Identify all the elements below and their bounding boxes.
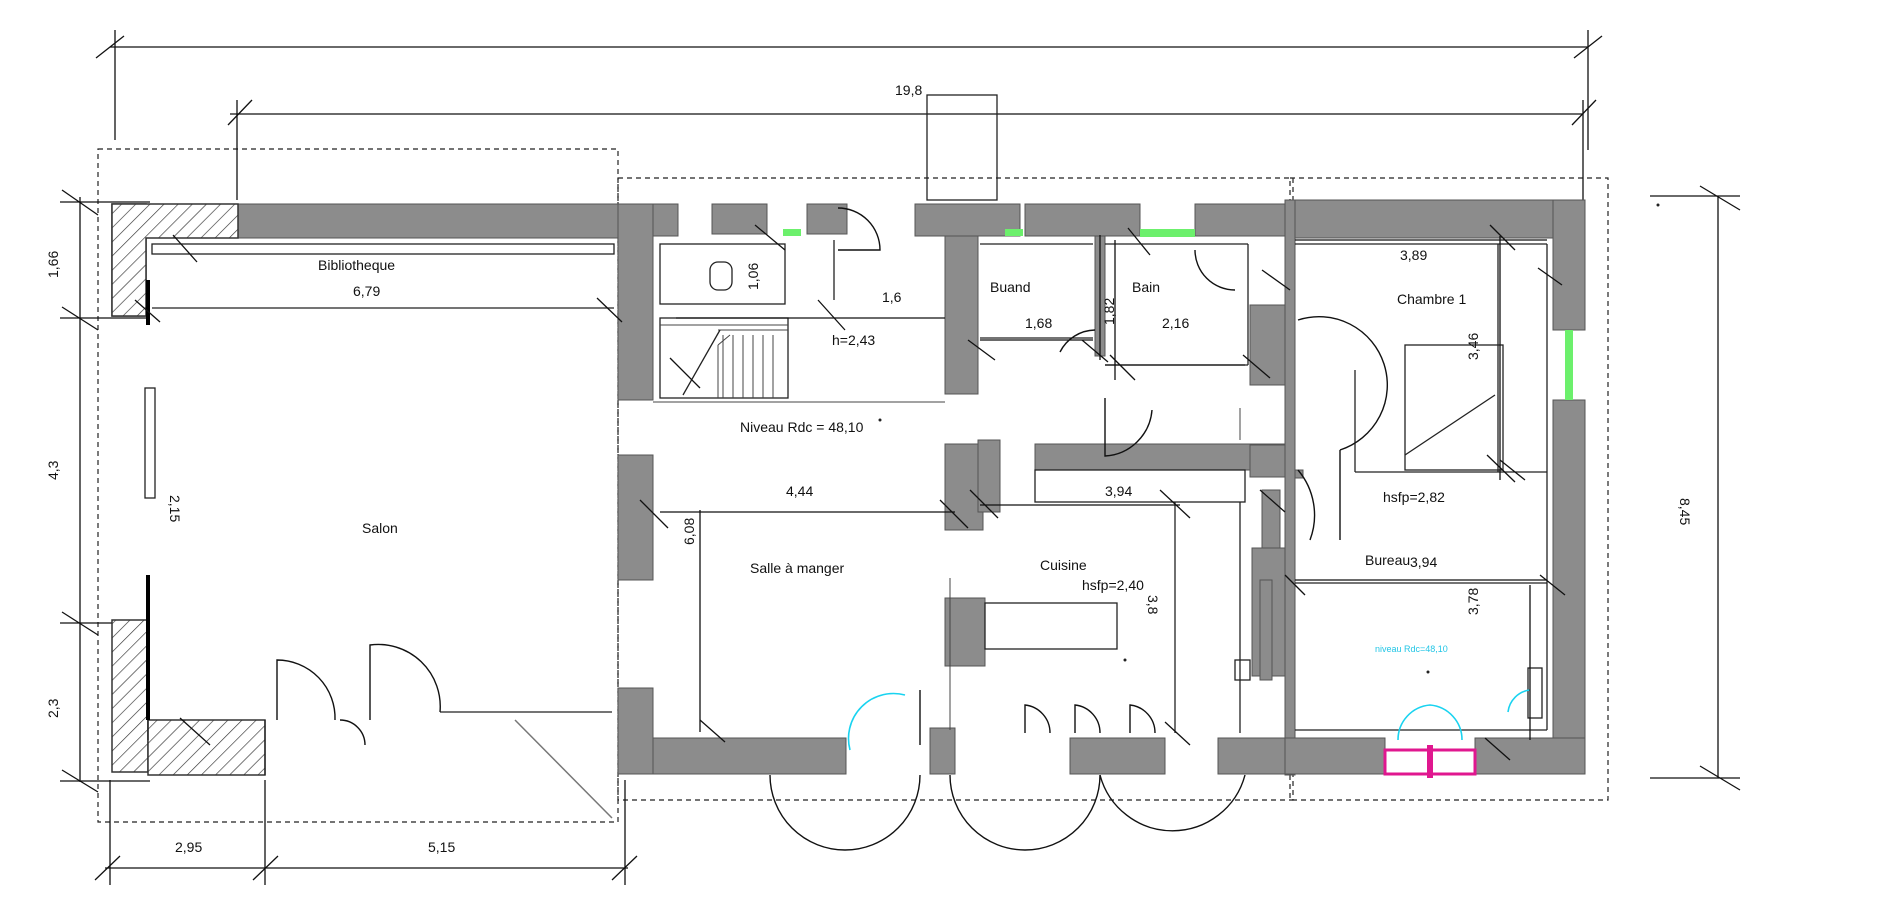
dim-left-1: 1,66 (45, 251, 61, 278)
room-dim-bureau: 3,94 (1410, 554, 1437, 570)
walls (111, 199, 1586, 776)
labels: 19,8 Bibliotheque 6,79 Salon Salle à man… (45, 82, 1693, 855)
dim-left-3: 2,3 (45, 698, 61, 718)
wc-room (659, 240, 835, 305)
dim-buand-w: 1,68 (1025, 315, 1052, 331)
room-label-chambre: Chambre 1 (1397, 291, 1466, 307)
room-dim-chambre: 3,89 (1400, 247, 1427, 263)
dimension-ticks (134, 224, 1566, 761)
cuisine-height: hsfp=2,40 (1082, 577, 1144, 593)
interior-lines (144, 240, 1548, 819)
dim-bottom-2: 5,15 (428, 839, 455, 855)
chimney (926, 94, 998, 201)
level-label: Niveau Rdc = 48,10 (740, 419, 864, 435)
dim-wc-door: 1,6 (882, 289, 902, 305)
dim-cuisine-w: 3,94 (1105, 483, 1132, 499)
dim-stair-height: h=2,43 (832, 332, 875, 348)
room-dim-bibliotheque: 6,79 (353, 283, 380, 299)
dim-bottom-1: 2,95 (175, 839, 202, 855)
dim-salle-w: 4,44 (786, 483, 813, 499)
dim-wc-width: 1,06 (745, 263, 761, 290)
dim-bain-w: 2,16 (1162, 315, 1189, 331)
room-label-bibliotheque: Bibliotheque (318, 257, 395, 273)
top-total-dim: 19,8 (895, 82, 922, 98)
windows (783, 229, 1573, 778)
dim-salle-v: 6,08 (681, 518, 697, 545)
dimension-lines (60, 30, 1741, 885)
markers (878, 203, 1660, 674)
doors (276, 207, 1531, 851)
dim-salon-inner: 2,15 (167, 495, 183, 522)
dim-buand-v: 1,82 (1101, 298, 1117, 325)
room-label-bureau: Bureau (1365, 552, 1410, 568)
dim-right-total: 8,45 (1677, 498, 1693, 525)
room-label-bain: Bain (1132, 279, 1160, 295)
dim-chambre-h: hsfp=2,82 (1383, 489, 1445, 505)
dim-left-2: 4,3 (45, 460, 61, 480)
cyan-annotation: niveau Rdc=48,10 (1375, 644, 1448, 654)
dim-bureau-v: 3,78 (1465, 588, 1481, 615)
dim-chambre-v: 3,46 (1465, 333, 1481, 360)
staircase (659, 317, 789, 399)
room-label-buand: Buand (990, 279, 1030, 295)
room-label-salle: Salle à manger (750, 560, 845, 576)
room-label-cuisine: Cuisine (1040, 557, 1087, 573)
dim-cuisine-v: 3,8 (1145, 595, 1161, 615)
room-label-salon: Salon (362, 520, 398, 536)
